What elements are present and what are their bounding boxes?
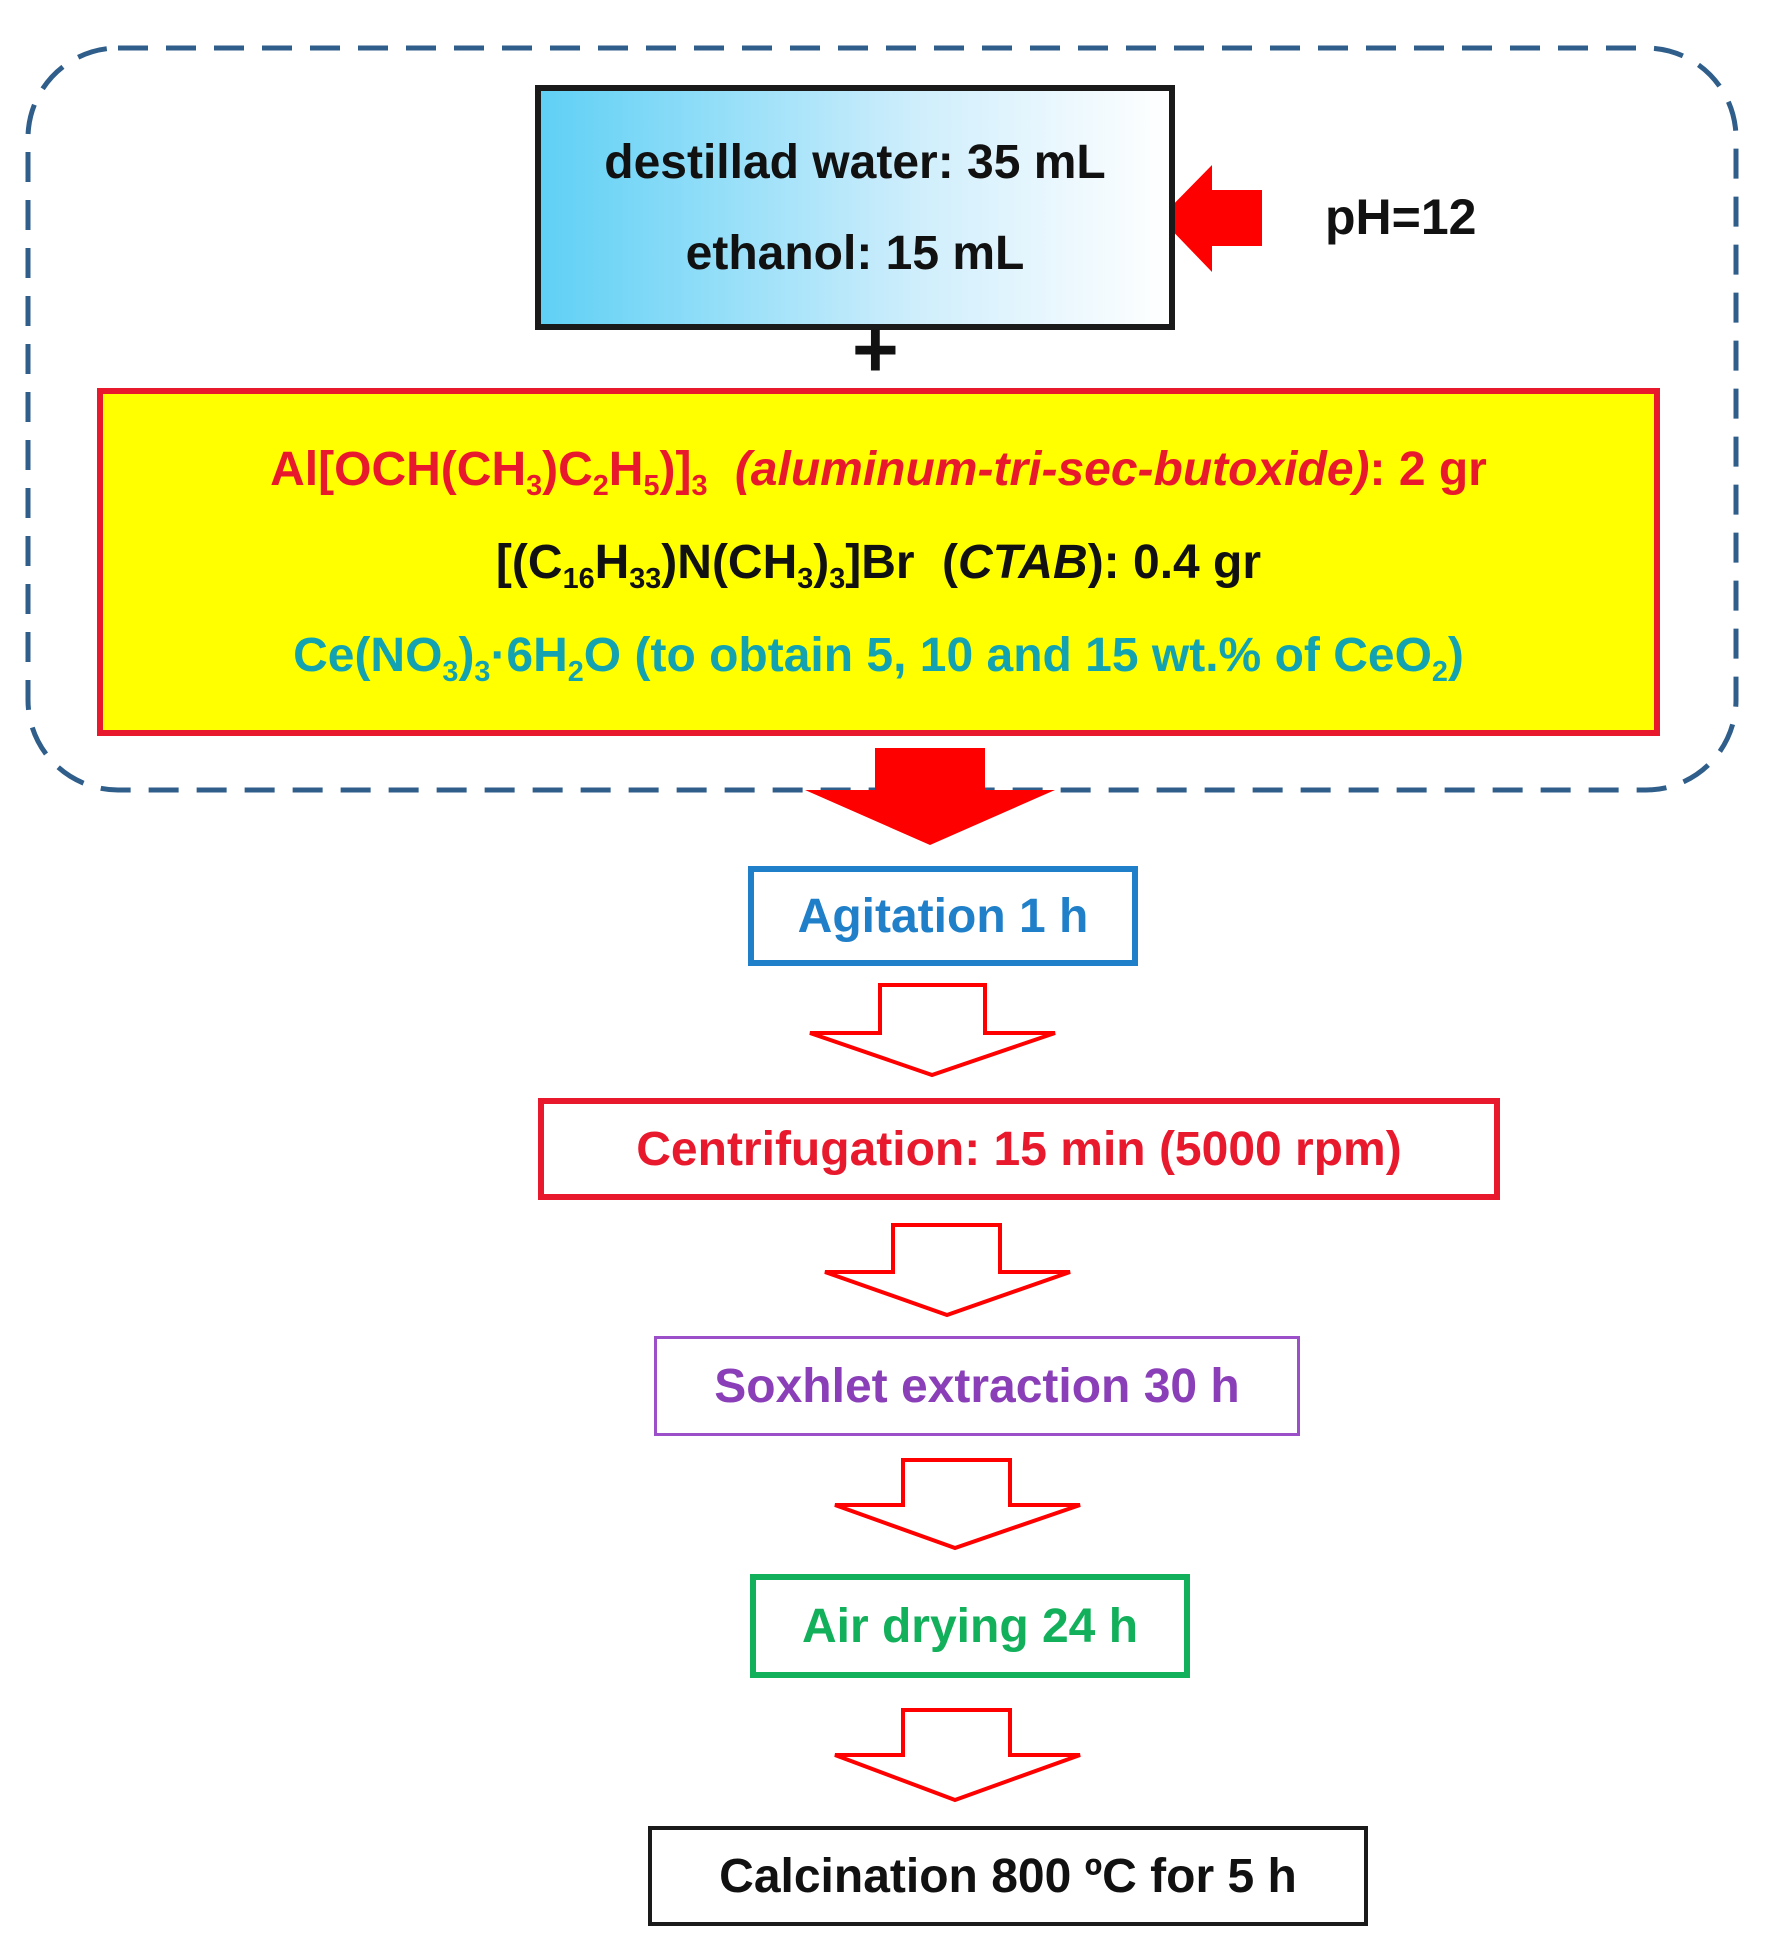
plus-sign: + [852, 305, 899, 394]
mix-down-arrow-icon [805, 748, 1055, 845]
solvent-box: destillad water: 35 mL ethanol: 15 mL [535, 85, 1175, 330]
ph-label: pH=12 [1325, 189, 1477, 245]
reagent-aluminum: Al[OCH(CH3)C2H5)]3 (aluminum-tri-sec-but… [270, 442, 1487, 502]
step-centrifugation: Centrifugation: 15 min (5000 rpm) [538, 1098, 1500, 1200]
reagent-ctab: [(C16H33)N(CH3)3]Br (CTAB): 0.4 gr [495, 535, 1262, 595]
reagent-ctab-name: CTAB [957, 535, 1088, 589]
reagent-cerium: Ce(NO3)3·6H2O (to obtain 5, 10 and 15 wt… [293, 628, 1464, 688]
reagent-ctab-amount: : 0.4 gr [1103, 535, 1262, 589]
arrow-to-soxhlet-icon [824, 1223, 1071, 1318]
reagent-box: Al[OCH(CH3)C2H5)]3 (aluminum-tri-sec-but… [97, 388, 1660, 736]
reagent-aluminum-amount: : 2 gr [1369, 442, 1487, 496]
arrow-to-drying-icon [834, 1458, 1081, 1551]
step-calcination: Calcination 800 ºC for 5 h [648, 1826, 1368, 1926]
step-agitation: Agitation 1 h [748, 866, 1138, 966]
step-air-drying: Air drying 24 h [750, 1574, 1190, 1678]
solvent-water: destillad water: 35 mL [604, 135, 1106, 189]
step-soxhlet-extraction: Soxhlet extraction 30 h [654, 1336, 1300, 1436]
solvent-ethanol: ethanol: 15 mL [685, 226, 1025, 280]
reagent-aluminum-name: (aluminum-tri-sec-butoxide) [734, 442, 1370, 496]
ph-arrow-icon [1160, 165, 1262, 272]
arrow-to-calcination-icon [834, 1708, 1081, 1803]
arrow-to-centrifugation-icon [809, 983, 1056, 1078]
